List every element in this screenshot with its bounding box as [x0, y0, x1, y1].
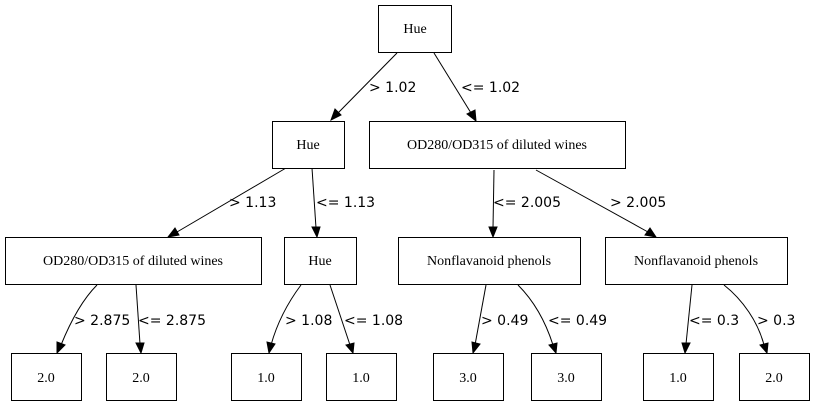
node-nonflavanoid-left: Nonflavanoid phenols: [398, 237, 581, 285]
edge-label-od280-right: > 2.005: [610, 195, 666, 211]
leaf-node-2: 2.0: [106, 353, 177, 401]
node-nonflavanoid-right: Nonflavanoid phenols: [605, 237, 788, 285]
leaf-node-4-label: 1.0: [352, 371, 370, 386]
leaf-node-3-label: 1.0: [257, 371, 275, 386]
edge-label-nonflavanoid-leaf-left: > 0.49: [481, 313, 528, 329]
leaf-node-2-label: 2.0: [132, 371, 150, 386]
leaf-node-7: 1.0: [643, 353, 714, 401]
edge-hue-to-leaf-4: [329, 284, 355, 355]
edge-label-root-right: <= 1.02: [461, 80, 520, 96]
edge-nonflavanoid-to-leaf-8: [723, 284, 769, 355]
node-root: Hue: [378, 5, 452, 53]
edge-label-hue-left: > 1.13: [229, 195, 276, 211]
edge-label-hue-right: <= 1.13: [316, 195, 375, 211]
node-hue-right: Hue: [284, 237, 357, 285]
leaf-node-8: 2.0: [739, 353, 810, 401]
leaf-node-7-label: 1.0: [669, 371, 687, 386]
node-root-label: Hue: [403, 22, 426, 37]
node-nonflavanoid-left-label: Nonflavanoid phenols: [427, 254, 551, 269]
node-od280-right: OD280/OD315 of diluted wines: [369, 121, 626, 169]
leaf-node-8-label: 2.0: [765, 371, 783, 386]
edge-nonflavanoid-to-leaf-6: [517, 284, 558, 355]
edge-hue-to-leaf-3: [266, 284, 302, 355]
node-hue-right-label: Hue: [308, 254, 331, 269]
edge-label-hue-leaf-right: <= 1.08: [344, 313, 403, 329]
edge-label-nonflavanoid-leaf-right: <= 0.49: [548, 313, 607, 329]
edge-root-to-od280-right: [433, 52, 477, 123]
edge-label-hue-leaf-left: > 1.08: [285, 313, 332, 329]
leaf-node-4: 1.0: [326, 353, 397, 401]
node-od280-left: OD280/OD315 of diluted wines: [5, 237, 262, 285]
edge-label-od280-leaf-right: <= 2.875: [138, 313, 206, 329]
leaf-node-1-label: 2.0: [37, 371, 55, 386]
edge-hue-to-hue-right: [311, 167, 321, 239]
node-od280-left-label: OD280/OD315 of diluted wines: [43, 254, 223, 269]
node-hue-left: Hue: [272, 121, 345, 169]
edge-label-od280-left: <= 2.005: [493, 195, 561, 211]
edge-hue-to-od280-left: [166, 167, 287, 238]
edge-od280-to-leaf-2: [135, 284, 145, 355]
edge-label-root-left: > 1.02: [369, 80, 416, 96]
node-hue-left-label: Hue: [296, 138, 319, 153]
edge-od280-to-nonflavanoid-right: [535, 169, 658, 238]
leaf-node-5: 3.0: [433, 353, 504, 401]
leaf-node-6: 3.0: [531, 353, 602, 401]
edge-label-nonflavanoid-r-leaf-right: > 0.3: [757, 313, 795, 329]
edge-od280-to-leaf-1: [56, 284, 98, 355]
node-od280-right-label: OD280/OD315 of diluted wines: [407, 138, 587, 153]
leaf-node-6-label: 3.0: [557, 371, 575, 386]
edge-label-od280-leaf-left: > 2.875: [74, 313, 130, 329]
edge-root-to-hue-left: [330, 52, 398, 122]
edge-od280-to-nonflavanoid-left: [488, 169, 498, 239]
leaf-node-3: 1.0: [231, 353, 302, 401]
edge-label-nonflavanoid-r-leaf-left: <= 0.3: [689, 313, 739, 329]
leaf-node-1: 2.0: [11, 353, 82, 401]
leaf-node-5-label: 3.0: [459, 371, 477, 386]
edge-nonflavanoid-to-leaf-5: [471, 284, 487, 355]
node-nonflavanoid-right-label: Nonflavanoid phenols: [634, 254, 758, 269]
edge-nonflavanoid-to-leaf-7: [681, 284, 693, 355]
